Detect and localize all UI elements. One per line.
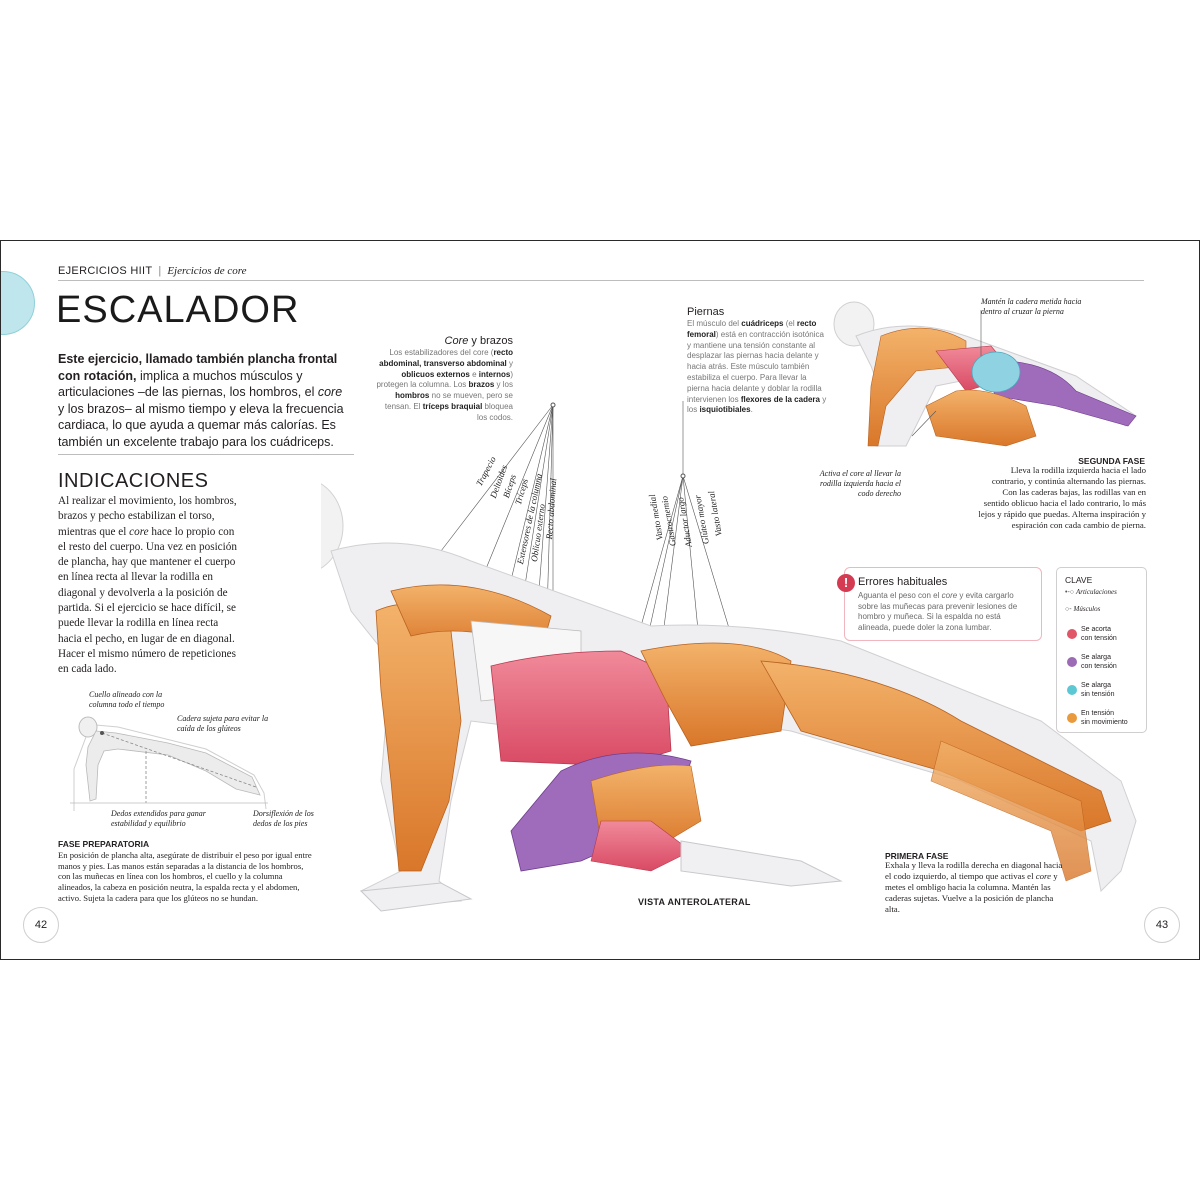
errores-box	[844, 567, 1042, 641]
section-marker-circle	[1, 271, 35, 335]
key-color-dot	[1067, 657, 1077, 667]
primera-fase-text: Exhala y lleva la rodilla derecha en dia…	[885, 860, 1063, 914]
clave-articulaciones: •-○ Articulaciones	[1065, 588, 1117, 596]
header-rule	[58, 280, 1144, 281]
segunda-fase-text: Lleva la rodilla izquierda hacia el lado…	[978, 465, 1146, 530]
page-title: ESCALADOR	[56, 289, 300, 331]
intro-rule	[58, 454, 354, 455]
musculo-icon: ○-	[1065, 606, 1072, 613]
warning-icon: !	[837, 574, 855, 592]
piernas-heading: Piernas	[687, 306, 725, 318]
piernas-text: El músculo del cuádriceps (el recto femo…	[687, 319, 827, 415]
page-number-right: 43	[1144, 907, 1180, 943]
prep-figure	[70, 716, 268, 811]
intro-text-1: implica a muchos músculos y articulacion…	[58, 368, 318, 400]
header-section: EJERCICIOS HIIT	[58, 265, 153, 277]
intro-core: core	[317, 385, 343, 399]
page-number-left: 42	[23, 907, 59, 943]
intro-bold: Este ejercicio, llamado también plancha …	[58, 352, 338, 383]
errores-text: Aguanta el peso con el core y evita carg…	[858, 591, 1018, 632]
key-color-dot	[1067, 685, 1077, 695]
intro-text-2: y los brazos– al mismo tiempo y eleva la…	[58, 401, 344, 449]
articulacion-icon: •-○	[1065, 589, 1075, 596]
errores-heading: Errores habituales	[858, 576, 948, 588]
prep-note-ankle: Dorsiflexión de los dedos de los pies	[253, 809, 314, 828]
core-brazos-heading: Core y brazos	[444, 335, 513, 347]
intro-paragraph: Este ejercicio, llamado también plancha …	[58, 351, 348, 450]
running-header: EJERCICIOS HIIT | Ejercicios de core	[58, 265, 247, 277]
prep-note-neck: Cuello alineado con la columna todo el t…	[89, 690, 165, 709]
header-subsection: Ejercicios de core	[167, 265, 247, 277]
segunda-note-left: Activa el core al llevar la rodilla izqu…	[819, 469, 901, 498]
indicaciones-text: Al realizar el movimiento, los hombros, …	[58, 495, 237, 676]
segunda-fase-heading: SEGUNDA FASE	[1078, 456, 1145, 466]
key-color-dot	[1067, 713, 1077, 723]
core-brazos-text: Los estabilizadores del core (recto abdo…	[376, 348, 513, 422]
prep-note-hip: Cadera sujeta para evitar la caída de lo…	[177, 714, 269, 733]
primera-fase-heading: PRIMERA FASE	[885, 851, 949, 861]
fase-preparatoria-text: En posición de plancha alta, asegúrate d…	[58, 850, 312, 903]
fase-preparatoria-heading: FASE PREPARATORIA	[58, 839, 150, 849]
clave-box	[1056, 567, 1147, 733]
main-anatomy-figure	[321, 401, 1137, 912]
prep-note-fingers: Dedos extendidos para ganar estabilidad …	[111, 809, 206, 828]
segunda-fase-figure	[833, 301, 1137, 447]
key-color-dot	[1067, 629, 1077, 639]
vista-label: VISTA ANTEROLATERAL	[638, 897, 751, 907]
clave-heading: CLAVE	[1065, 575, 1093, 585]
indicaciones-heading: INDICACIONES	[58, 470, 209, 492]
clave-musculos: ○- Músculos	[1065, 605, 1101, 613]
header-separator: |	[158, 265, 162, 277]
segunda-note-top: Mantén la cadera metida hacia dentro al …	[981, 297, 1082, 316]
book-spread: EJERCICIOS HIIT | Ejercicios de core ESC…	[0, 240, 1200, 960]
